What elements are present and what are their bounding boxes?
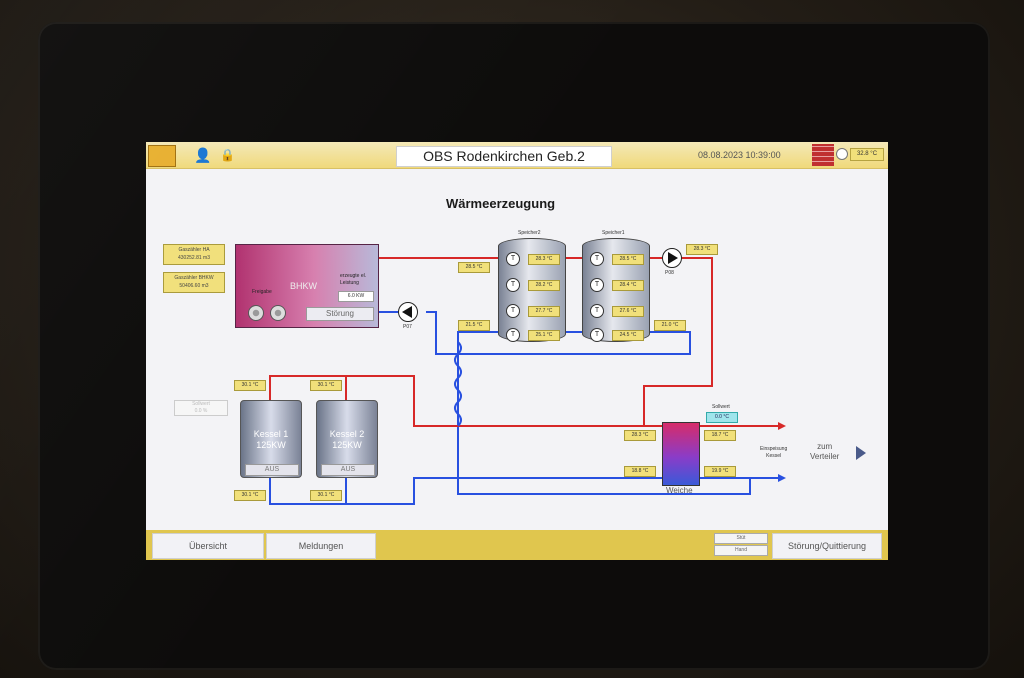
sollwert-value[interactable]: 0.0 °C	[706, 412, 738, 423]
bhkw-stoerung-button[interactable]: Störung	[306, 307, 374, 321]
page-title: OBS Rodenkirchen Geb.2	[396, 146, 612, 167]
kessel-1[interactable]: Kessel 1 125KW AUS	[240, 400, 302, 478]
hmi-screen: 👤 🔒 OBS Rodenkirchen Geb.2 08.08.2023 10…	[146, 142, 888, 560]
temp-sensor-icon: T	[506, 278, 520, 292]
speicher2-temp-1: 28.3 °C	[528, 254, 560, 265]
kessel1-name: Kessel 1 125KW	[241, 429, 301, 451]
freigabe-switch-icon[interactable]	[248, 305, 264, 321]
speicher1-temp-2: 28.4 °C	[612, 280, 644, 291]
counter-gas-ha: Gaszähler HA 430252.81 m3	[163, 244, 225, 265]
pump-p07-icon[interactable]	[398, 302, 418, 322]
temp-bhkw-return: 21.5 °C	[458, 320, 490, 331]
company-logo	[148, 145, 176, 167]
pipe-p08-out	[643, 257, 713, 426]
bhkw-unit[interactable]: BHKW Freigabe erzeugte el. Leistung 6.0 …	[235, 244, 379, 328]
einspeisung-label: Einspeisung Kessel	[760, 446, 787, 460]
pump-p08-label: P08	[665, 270, 674, 276]
pipe-loop-return	[457, 478, 751, 495]
temp-kessel2-flow: 30.1 °C	[310, 380, 342, 391]
speicher2-temp-4: 25.1 °C	[528, 330, 560, 341]
counter-label: Gaszähler BHKW	[174, 275, 214, 281]
mode-hand-button[interactable]: Hand	[714, 545, 768, 556]
temp-sensor-icon: T	[590, 252, 604, 266]
temp-speicher-out: 28.3 °C	[686, 244, 718, 255]
pipe-speicher2-return	[457, 331, 500, 492]
kessel1-status: AUS	[245, 464, 299, 476]
speicher2-temp-2: 28.2 °C	[528, 280, 560, 291]
meldungen-button[interactable]: Meldungen	[266, 533, 376, 559]
brick-icon[interactable]	[812, 144, 834, 166]
counter-value: 430252.81 m3	[178, 255, 210, 261]
temp-kessel1-return: 30.1 °C	[234, 490, 266, 501]
leistung-label: erzeugte el. Leistung	[340, 273, 367, 286]
piping-diagram	[269, 257, 786, 505]
verteiler-line2: Verteiler	[810, 452, 840, 461]
mode-top-button[interactable]: Stüt	[714, 533, 768, 544]
hydraulic-separator[interactable]	[662, 422, 700, 486]
pump-p08-icon[interactable]	[662, 248, 682, 268]
uebersicht-button[interactable]: Übersicht	[152, 533, 264, 559]
bhkw-label: BHKW	[290, 281, 317, 291]
speicher2-temp-3: 27.7 °C	[528, 306, 560, 317]
temp-weiche-return-in: 18.8 °C	[624, 466, 656, 477]
speicher1-label: Speicher1	[602, 230, 625, 236]
temp-sensor-icon: T	[506, 304, 520, 318]
top-bar: 👤 🔒 OBS Rodenkirchen Geb.2 08.08.2023 10…	[146, 142, 888, 169]
freigabe-label: Freigabe	[252, 289, 272, 295]
lock-icon[interactable]: 🔒	[220, 148, 235, 162]
flow-arrow	[778, 422, 786, 430]
temp-sensor-icon: T	[506, 328, 520, 342]
temp-kessel2-return: 30.1 °C	[310, 490, 342, 501]
speicher1-temp-3: 27.6 °C	[612, 306, 644, 317]
section-heading: Wärmeerzeugung	[446, 196, 556, 211]
temp-weiche-flow-in: 28.3 °C	[624, 430, 656, 441]
weiche-label: Weiche	[666, 486, 693, 495]
faded-sollwert-box: Sollwert 0.0 %	[174, 400, 228, 416]
pipe-kessel-return	[269, 477, 662, 505]
next-page-arrow-icon[interactable]	[856, 446, 866, 460]
kessel1-line1: Kessel 1	[253, 429, 289, 439]
pipe-crossing	[454, 341, 462, 427]
datetime-display: 08.08.2023 10:39:00	[698, 150, 781, 160]
verteiler-line1: zum	[817, 442, 833, 451]
pipe-p07-return	[426, 311, 691, 355]
temp-weiche-return-out: 19.9 °C	[704, 466, 736, 477]
pipe-kessel-flow	[269, 375, 662, 427]
temp-sensor-icon: T	[590, 278, 604, 292]
kessel2-status: AUS	[321, 464, 375, 476]
temp-sensor-icon: T	[506, 252, 520, 266]
temp-weiche-flow-out: 18.7 °C	[704, 430, 736, 441]
counter-gas-bhkw: Gaszähler BHKW 50406.60 m3	[163, 272, 225, 293]
kessel2-line1: Kessel 2	[329, 429, 365, 439]
kessel2-line2: 125KW	[332, 440, 362, 450]
einspeisung-line1: Einspeisung	[760, 446, 788, 452]
user-icon[interactable]: 👤	[194, 147, 212, 163]
outdoor-temp: 32.8 °C	[850, 148, 884, 161]
faded-line-1: Sollwert	[192, 401, 210, 407]
return-arrow	[778, 474, 786, 482]
bottom-bar: Übersicht Meldungen Stüt Hand Störung/Qu…	[146, 530, 888, 560]
counter-value: 50406.60 m3	[179, 283, 209, 289]
temp-bhkw-flow: 28.5 °C	[458, 262, 490, 273]
einspeisung-line2: Kessel	[766, 453, 782, 459]
kessel2-name: Kessel 2 125KW	[317, 429, 377, 451]
sollwert-label: Sollwert	[712, 404, 730, 410]
kessel1-line2: 125KW	[256, 440, 286, 450]
temp-speicher-return: 21.0 °C	[654, 320, 686, 331]
speicher1-temp-1: 28.5 °C	[612, 254, 644, 265]
leistung-value: 6.0 KW	[338, 291, 374, 302]
verteiler-label: zum Verteiler	[810, 442, 839, 462]
kessel-2[interactable]: Kessel 2 125KW AUS	[316, 400, 378, 478]
temp-sensor-icon: T	[590, 328, 604, 342]
faded-line-2: 0.0 %	[194, 408, 208, 414]
status-indicator-icon	[270, 305, 286, 321]
counter-label: Gaszähler HA	[178, 247, 210, 253]
speicher2-label: Speicher2	[518, 230, 541, 236]
temp-kessel1-flow: 30.1 °C	[234, 380, 266, 391]
temp-sensor-icon: T	[590, 304, 604, 318]
clock-icon	[836, 148, 848, 160]
speicher1-temp-4: 24.5 °C	[612, 330, 644, 341]
pump-p07-label: P07	[403, 324, 412, 330]
stoerung-quittierung-button[interactable]: Störung/Quittierung	[772, 533, 882, 559]
